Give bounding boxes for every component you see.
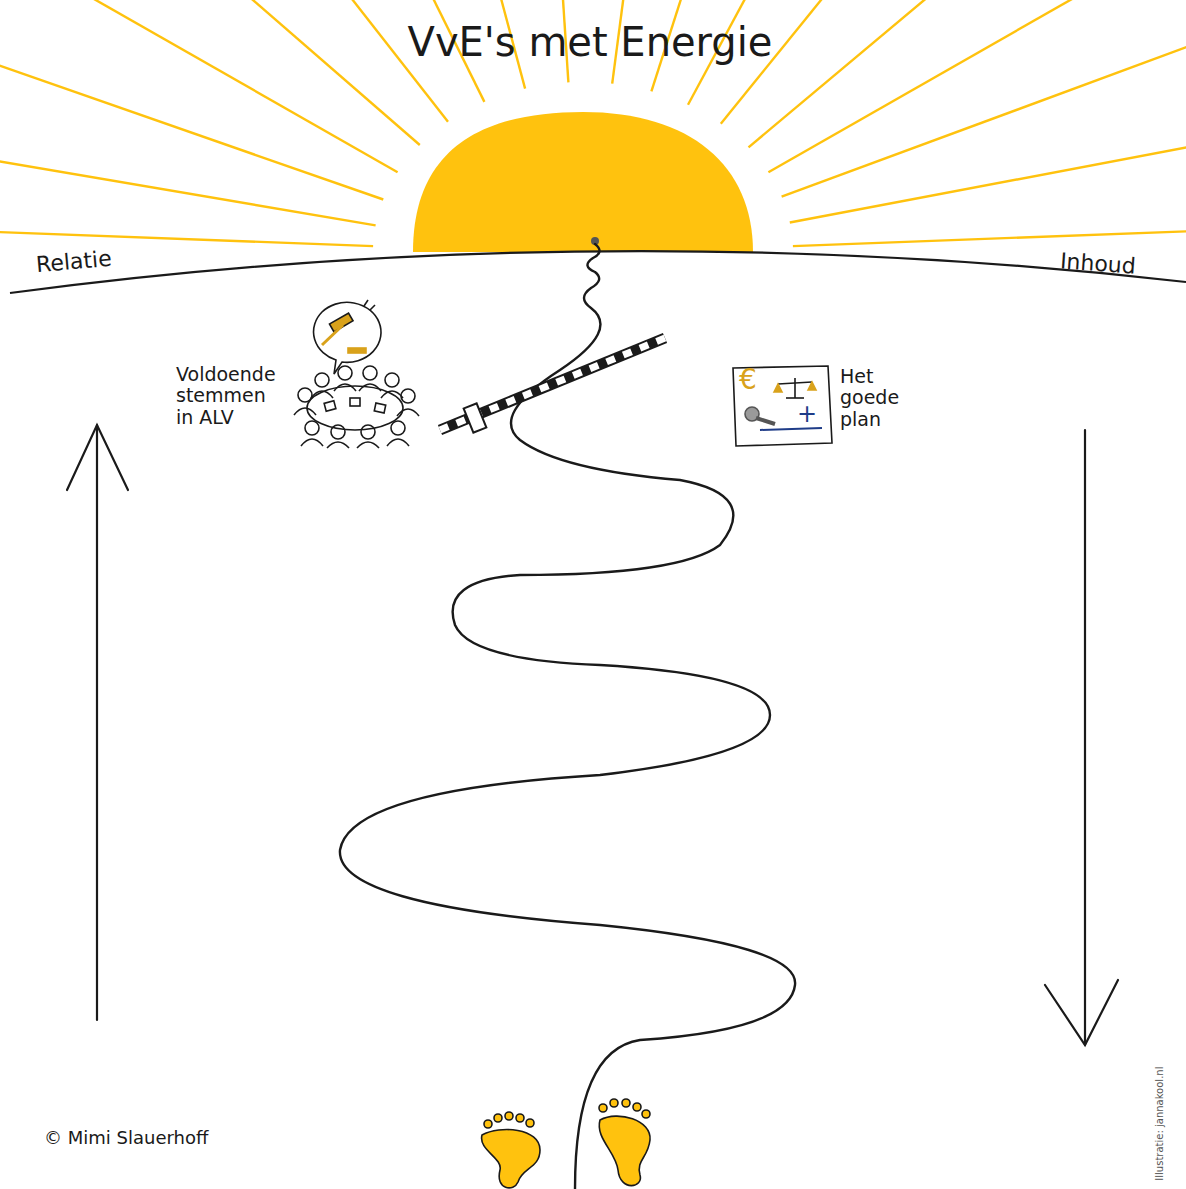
relation-arrow [67,425,128,1020]
sun-ray [793,226,1186,247]
content-arrow [1045,430,1118,1045]
sun-ray [0,226,373,247]
winding-road [340,244,795,1189]
title: VvE's met Energie [340,20,840,65]
sun [413,112,753,252]
sun-ray [768,0,1186,172]
horizon-line [10,251,1186,293]
sun-ray [0,0,420,145]
sun-ray [721,0,1082,124]
sun-ray [0,133,376,225]
sun-ray [782,5,1186,197]
note-label: Het goede plan [840,366,902,430]
footprints [482,1099,651,1188]
credit-note: Illustratie: jannakool.nl [1154,1054,1165,1189]
plus-symbol: + [797,401,817,428]
ground [0,251,1186,1189]
assembly-icon [294,300,419,448]
sun-ray [749,0,1182,147]
axis-label: Inhoud [1059,249,1136,279]
euro-symbol: € [739,364,757,395]
axis-label: Relatie [35,247,113,278]
sun-ray [95,0,449,122]
barrier-symbol [440,338,665,433]
note-label: Voldoende stemmen in ALV [176,364,274,428]
copyright-note: © Mimi Slauerhoff [44,1128,208,1148]
